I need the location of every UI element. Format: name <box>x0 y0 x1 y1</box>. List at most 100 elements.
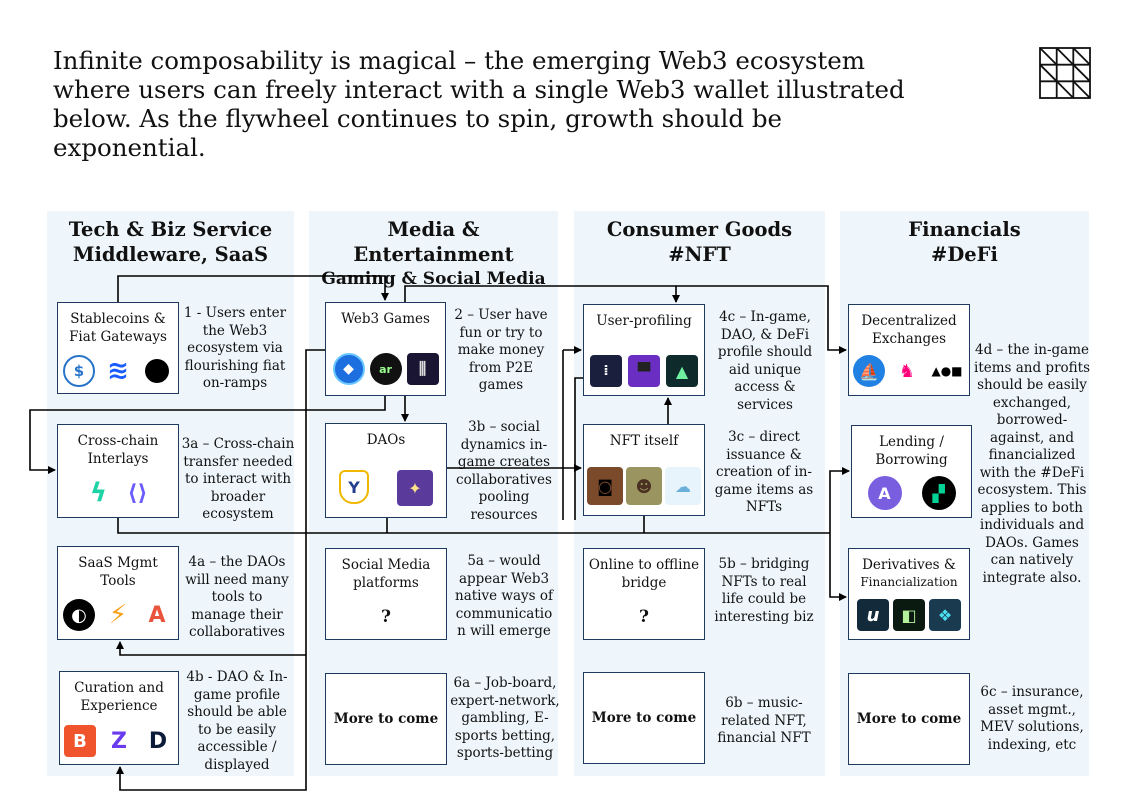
black-circle-logo-icon <box>141 355 173 387</box>
i-logo-icon: u <box>857 599 889 631</box>
column-title: Media & Entertainment <box>353 218 514 266</box>
punk-avatar-icon: ◙ <box>587 467 623 505</box>
box-label: Derivatives & <box>862 557 956 573</box>
column-subtitle: #NFT <box>668 243 731 266</box>
shapes-logo-icon: ▲●■ <box>929 355 965 387</box>
column-title: Consumer Goods <box>606 218 793 241</box>
d-logo-icon: D <box>142 725 174 757</box>
desc-4a: 4a – the DAOs will need many tools to ma… <box>185 554 289 640</box>
crystal-logo-icon: ◆ <box>332 353 365 385</box>
column-subtitle: Middleware, SaaS <box>72 243 269 266</box>
column-subtitle: #DeFi <box>931 243 998 266</box>
box-more-consumer[interactable]: More to come <box>583 672 705 764</box>
box-nft-itself[interactable]: NFT itself ◙ ☻ ☁ <box>583 424 705 516</box>
desc-3b: 3b – social dynamics in-game creates col… <box>456 419 552 523</box>
column-title: Tech & Biz Service <box>68 218 273 241</box>
column-title: Financials <box>908 218 1021 241</box>
grid-logo-icon <box>1039 47 1091 99</box>
desc-3a: 3a – Cross-chain transfer needed to inte… <box>181 436 295 522</box>
box-saas[interactable]: SaaS Mgmt Tools ◐ ⚡ A <box>57 546 179 640</box>
box-label: Lending / Borrowing <box>875 434 948 468</box>
diamond-logo-icon: ❖ <box>929 599 961 631</box>
question-mark: ? <box>639 607 649 627</box>
desc-5a: 5a – would appear Web3 native ways of co… <box>455 553 553 639</box>
ape-avatar-icon: ☻ <box>626 467 662 505</box>
desc-5b: 5b – bridging NFTs to real life could be… <box>714 556 814 625</box>
dots-logo-icon: ⁞ <box>590 355 622 387</box>
line-left-spine <box>116 349 325 791</box>
a-logo-icon: A <box>141 599 173 631</box>
box-label: Decentralized Exchanges <box>861 313 957 347</box>
sparkle-logo-icon: ✦ <box>397 470 433 506</box>
column-subtitle: Gaming & Social Media <box>321 269 546 289</box>
headline: Infinite composability is magical – the … <box>53 46 905 162</box>
desc-6b: 6b – music-related NFT, financial NFT <box>717 695 811 746</box>
box-label: Online to offline bridge <box>588 557 700 591</box>
box-daos[interactable]: DAOs Y ✦ <box>325 423 447 518</box>
question-mark: ? <box>381 607 391 627</box>
box-label: Web3 Games <box>341 311 430 327</box>
box-label: More to come <box>333 711 439 727</box>
box-label: Stablecoins & Fiat Gateways <box>69 311 167 345</box>
box-online-offline[interactable]: Online to offline bridge ? <box>583 548 705 640</box>
desc-2: 2 – User have fun or try to make money f… <box>454 307 548 393</box>
box-more-financials[interactable]: More to come <box>848 673 970 765</box>
c-circle-logo-icon: ◐ <box>63 599 95 631</box>
box-lending[interactable]: Lending / Borrowing A ▞ <box>851 425 972 518</box>
box-curation[interactable]: Curation and Experience B Z D <box>59 671 179 765</box>
box-web3-games[interactable]: Web3 Games ◆ ar ⫼ <box>325 302 446 396</box>
arrow-games-to-crosschain <box>29 396 386 474</box>
hat-logo-icon: ▀ <box>628 355 660 387</box>
shield-logo-icon: Y <box>339 470 369 504</box>
arrow-top-to-dex <box>676 285 847 354</box>
box-label-2: Financialization <box>860 575 958 589</box>
desc-6c: 6c – insurance, asset mgmt., MEV solutio… <box>980 684 1084 753</box>
box-label: More to come <box>856 711 962 727</box>
cartoon-avatar-icon: ☁ <box>665 467 701 505</box>
line-right-spine <box>829 467 850 533</box>
box-social-media[interactable]: Social Media platforms ? <box>325 548 447 640</box>
box-label: DAOs <box>366 432 406 448</box>
box-label: NFT itself <box>609 433 679 449</box>
desc-4c: 4c – In-game, DAO, & DeFi profile should… <box>717 309 813 413</box>
box-label: More to come <box>591 710 697 726</box>
bolt-logo-icon: ≋ <box>102 355 134 387</box>
line-right-spine-lower <box>829 533 847 601</box>
sailboat-logo-icon: ⛵ <box>853 355 885 387</box>
z-logo-icon: Z <box>103 725 135 757</box>
tower-logo-icon: ⫼ <box>406 353 439 385</box>
b-logo-icon: B <box>64 725 96 757</box>
box-label: SaaS Mgmt Tools <box>78 555 158 589</box>
usdc-coin-icon: $ <box>63 355 95 387</box>
box-label: User-profiling <box>596 313 692 329</box>
box-more-media[interactable]: More to come <box>325 673 447 765</box>
box-user-profiling[interactable]: User-profiling ⁞ ▀ ▲ <box>583 304 705 396</box>
line-bottom-bus <box>117 518 830 534</box>
lightning-logo-icon: ⚡ <box>102 599 134 631</box>
box-label: Curation and Experience <box>74 680 164 714</box>
desc-6a: 6a – Job-board, expert-network, gambling… <box>450 675 560 761</box>
box-crosschain[interactable]: Cross-chain Interlays ϟ ⟨⟩ <box>57 424 179 518</box>
lightning-logo-icon: ϟ <box>82 477 115 509</box>
unicorn-logo-icon: ♞ <box>891 355 923 387</box>
chain-link-logo-icon: ⟨⟩ <box>121 477 154 509</box>
line-profiling-left <box>574 377 583 520</box>
mountain-logo-icon: ▲ <box>666 355 698 387</box>
desc-4d: 4d – the in-game items and profits shoul… <box>974 342 1091 586</box>
arrow-to-saas <box>116 641 306 656</box>
arrow-stable-to-games <box>117 275 389 302</box>
box-dex[interactable]: Decentralized Exchanges ⛵ ♞ ▲●■ <box>848 304 970 396</box>
aave-logo-icon: A <box>867 476 902 510</box>
box-label: Cross-chain Interlays <box>77 433 159 467</box>
desc-4b: 4b - DAO & In-game profile should be abl… <box>186 669 288 773</box>
box-derivatives[interactable]: Derivatives & Financialization u ◧ ❖ <box>848 548 970 640</box>
desc-3c: 3c – direct issuance & creation of in-ga… <box>714 429 814 515</box>
box-logo-icon: ◧ <box>893 599 925 631</box>
dark-game-logo-icon: ar <box>369 353 402 385</box>
compound-logo-icon: ▞ <box>921 476 956 510</box>
box-label: Social Media platforms <box>341 557 431 591</box>
box-stablecoins[interactable]: Stablecoins & Fiat Gateways $ ≋ <box>57 302 179 394</box>
arrow-games-to-profiling <box>404 285 680 303</box>
desc-1: 1 - Users enter the Web3 ecosystem via f… <box>183 305 287 391</box>
